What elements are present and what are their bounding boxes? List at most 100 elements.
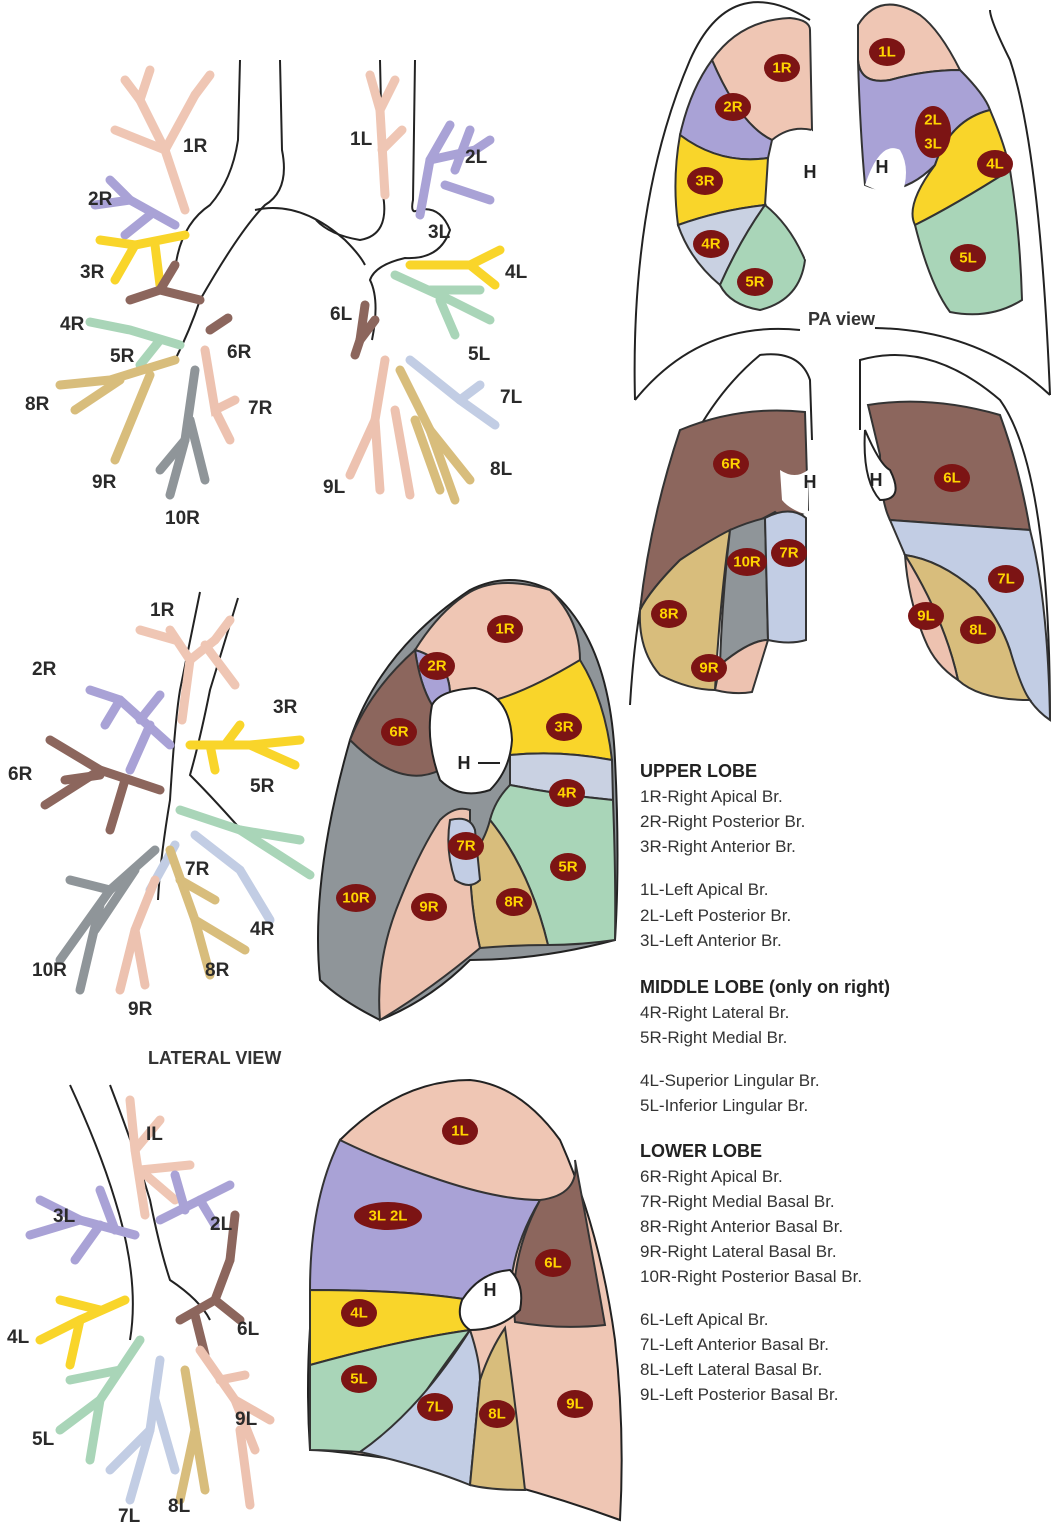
- legend-item: 1L-Left Apical Br.: [640, 880, 769, 899]
- svg-text:4L: 4L: [986, 156, 1004, 173]
- svg-text:2R: 2R: [427, 658, 446, 675]
- tree1-label-9R: 9R: [92, 472, 117, 493]
- legend-item: 6R-Right Apical Br.: [640, 1167, 783, 1186]
- legend-item: 7L-Left Anterior Basal Br.: [640, 1335, 829, 1354]
- tree1-label-3L: 3L: [428, 222, 451, 243]
- svg-text:7L: 7L: [426, 1399, 444, 1416]
- badge-lat-1L: 1L: [442, 1117, 478, 1145]
- tree3-label-4L: 4L: [7, 1327, 30, 1348]
- svg-text:7L: 7L: [997, 571, 1015, 588]
- badge-lat-7L: 7L: [417, 1393, 453, 1421]
- tree2-label-2R: 2R: [32, 659, 57, 680]
- badge-lat-1R: 1R: [487, 615, 523, 643]
- tree2-label-5R: 5R: [250, 776, 275, 797]
- tree3-label-2L: 2L: [210, 1214, 233, 1235]
- svg-text:3L 2L: 3L 2L: [369, 1208, 408, 1225]
- svg-text:3R: 3R: [554, 719, 573, 736]
- badge-lat-3R: 3R: [546, 713, 582, 741]
- legend-item: 8L-Left Lateral Basal Br.: [640, 1360, 822, 1379]
- svg-text:4R: 4R: [701, 236, 720, 253]
- badge-lat-7R: 7R: [448, 832, 484, 860]
- left-lateral-bronchial-tree: IL 3L 2L 6L 4L 5L 9L 7L 8L: [7, 1085, 270, 1527]
- tree1-label-4L: 4L: [505, 262, 528, 283]
- tree1-label-2R: 2R: [88, 189, 113, 210]
- badge-lat-8R: 8R: [496, 888, 532, 916]
- tree3-label-IL: IL: [146, 1124, 163, 1145]
- badge-pa-1R: 1R: [764, 54, 800, 82]
- svg-text:5R: 5R: [558, 859, 577, 876]
- svg-text:3L: 3L: [924, 136, 942, 153]
- tree1-label-3R: 3R: [80, 262, 105, 283]
- svg-text:6R: 6R: [389, 724, 408, 741]
- badge-pa-5L: 5L: [950, 244, 986, 272]
- svg-text:2L: 2L: [924, 112, 942, 129]
- badge-lat-6L: 6L: [535, 1249, 571, 1277]
- svg-text:4R: 4R: [557, 785, 576, 802]
- tree1-label-7R: 7R: [248, 398, 273, 419]
- svg-text:10R: 10R: [342, 890, 370, 907]
- badge-pa-4L: 4L: [977, 150, 1013, 178]
- badge-pa-7R: 7R: [771, 539, 807, 567]
- tree2-label-8R: 8R: [205, 960, 230, 981]
- legend-item: 9L-Left Posterior Basal Br.: [640, 1385, 838, 1404]
- badge-pa-5R: 5R: [737, 268, 773, 296]
- svg-text:9L: 9L: [566, 1396, 584, 1413]
- badge-pa-7L: 7L: [988, 565, 1024, 593]
- legend-item: 2L-Left Posterior Br.: [640, 906, 791, 925]
- svg-text:5L: 5L: [959, 250, 977, 267]
- right-lateral-bronchial-tree: 1R 2R 3R 6R 5R 7R 4R 10R 9R 8R: [8, 592, 310, 1020]
- legend-item: 3L-Left Anterior Br.: [640, 931, 782, 950]
- tree1-label-1L: 1L: [350, 129, 373, 150]
- svg-text:4L: 4L: [350, 1305, 368, 1322]
- tree1-label-7L: 7L: [500, 387, 523, 408]
- svg-text:1L: 1L: [451, 1123, 469, 1140]
- legend-item: 2R-Right Posterior Br.: [640, 812, 805, 831]
- svg-text:9R: 9R: [419, 899, 438, 916]
- pa-view-caption: PA view: [808, 309, 876, 329]
- legend-heading-lower: LOWER LOBE: [640, 1141, 762, 1161]
- tree1-label-4R: 4R: [60, 314, 85, 335]
- svg-text:6L: 6L: [943, 470, 961, 487]
- badge-pa-9R: 9R: [691, 654, 727, 682]
- badge-pa-1L: 1L: [869, 38, 905, 66]
- svg-text:8R: 8R: [659, 606, 678, 623]
- badge-lat-2R: 2R: [419, 652, 455, 680]
- tree1-label-1R: 1R: [183, 136, 208, 157]
- legend-item: 10R-Right Posterior Basal Br.: [640, 1267, 862, 1286]
- legend-item: 1R-Right Apical Br.: [640, 787, 783, 806]
- svg-text:8R: 8R: [504, 894, 523, 911]
- badge-lat-4L: 4L: [341, 1299, 377, 1327]
- badge-pa-10R: 10R: [727, 548, 767, 576]
- tree1-label-8R: 8R: [25, 394, 50, 415]
- badge-pa-4R: 4R: [693, 230, 729, 258]
- badge-pa-2R: 2R: [715, 93, 751, 121]
- legend-item: 6L-Left Apical Br.: [640, 1310, 769, 1329]
- svg-text:5R: 5R: [745, 274, 764, 291]
- svg-text:9R: 9R: [699, 660, 718, 677]
- legend-item: 5R-Right Medial Br.: [640, 1028, 787, 1047]
- svg-text:2R: 2R: [723, 99, 742, 116]
- legend-heading-middle: MIDDLE LOBE (only on right): [640, 977, 890, 997]
- legend-item: 4L-Superior Lingular Br.: [640, 1071, 820, 1090]
- badge-lat-10R: 10R: [336, 884, 376, 912]
- tree2-label-9R: 9R: [128, 999, 153, 1020]
- svg-text:6R: 6R: [721, 456, 740, 473]
- pa-upper-hilum-left: H: [876, 157, 889, 177]
- svg-text:8L: 8L: [969, 622, 987, 639]
- tree1-label-6L: 6L: [330, 304, 353, 325]
- pa-lower-hilum-left: H: [870, 470, 883, 490]
- badge-lat-4R: 4R: [549, 779, 585, 807]
- tree1-label-6R: 6R: [227, 342, 252, 363]
- svg-text:8L: 8L: [488, 1406, 506, 1423]
- tree1-label-5L: 5L: [468, 344, 491, 365]
- legend-item: 7R-Right Medial Basal Br.: [640, 1192, 835, 1211]
- badge-pa-3R: 3R: [687, 167, 723, 195]
- badge-lat-5L: 5L: [341, 1365, 377, 1393]
- svg-text:9L: 9L: [917, 608, 935, 625]
- tree3-label-9L: 9L: [235, 1409, 258, 1430]
- legend-item: 4R-Right Lateral Br.: [640, 1003, 789, 1022]
- tree3-label-7L: 7L: [118, 1506, 141, 1527]
- pa-lower-hilum-right: H: [804, 472, 817, 492]
- legend-item: 3R-Right Anterior Br.: [640, 837, 796, 856]
